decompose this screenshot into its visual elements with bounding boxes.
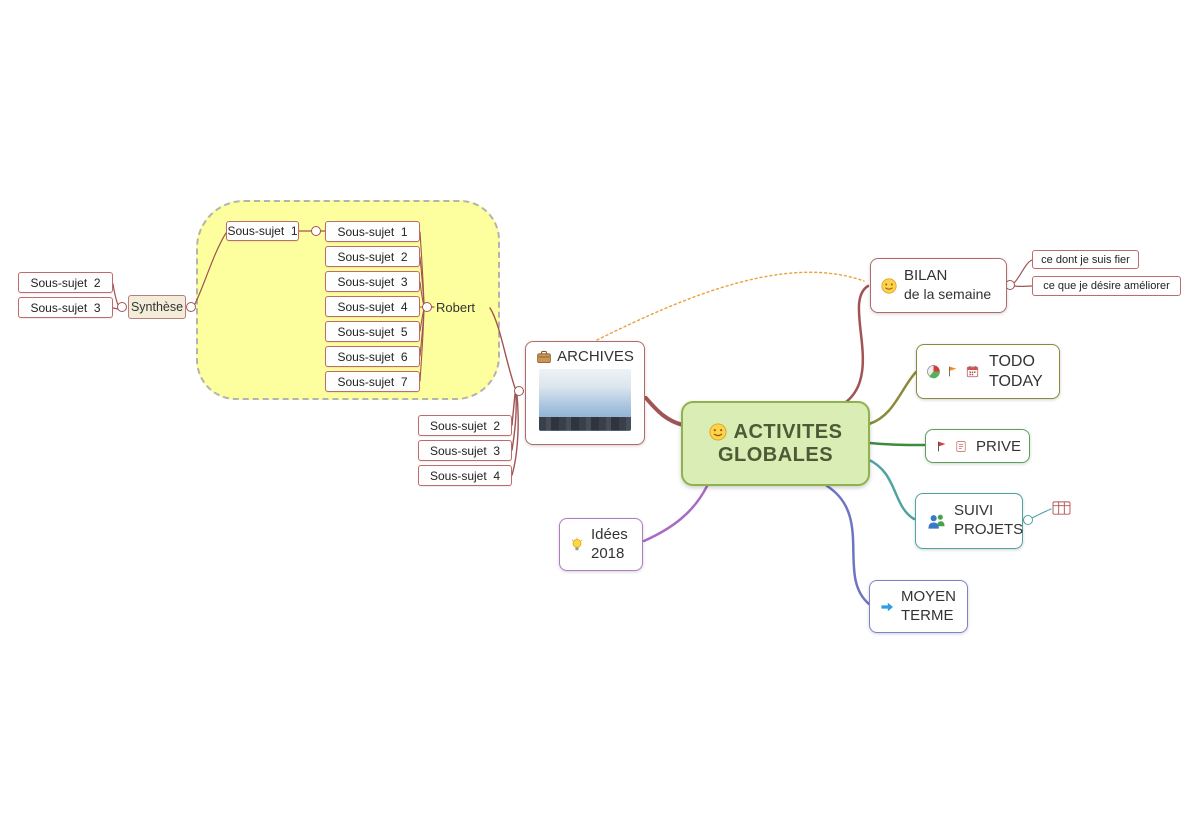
topic-ce-que-je-desire-ameliorer[interactable]: ce que je désire améliorer <box>1032 276 1181 296</box>
todo-line1: TODO <box>989 352 1035 370</box>
people-icon <box>926 512 947 531</box>
topic-sous-sujet-6[interactable]: Sous-sujet 6 <box>325 346 420 367</box>
topic-sous-sujet-5[interactable]: Sous-sujet 5 <box>325 321 420 342</box>
topic-sous-sujet-3-archives[interactable]: Sous-sujet 3 <box>418 440 512 461</box>
topic-sous-sujet-3[interactable]: Sous-sujet 3 <box>325 271 420 292</box>
topic-todo-today[interactable]: TODO TODAY <box>916 344 1060 399</box>
central-title-line2: GLOBALES <box>717 443 834 466</box>
spreadsheet-icon[interactable] <box>1051 500 1072 517</box>
topic-sous-sujet-4-archives[interactable]: Sous-sujet 4 <box>418 465 512 486</box>
collapse-handle-synthese-left[interactable] <box>117 302 127 312</box>
topic-sous-sujet-2-far-left[interactable]: Sous-sujet 2 <box>18 272 113 293</box>
smiley-icon <box>881 277 897 294</box>
topic-sous-sujet-4[interactable]: Sous-sujet 4 <box>325 296 420 317</box>
bilan-line2: de la semaine <box>904 286 992 303</box>
topic-synthese[interactable]: Synthèse <box>128 295 186 319</box>
orange-flag-icon <box>946 364 960 379</box>
moyen-line2: TERME <box>901 606 954 624</box>
topic-archives[interactable]: ARCHIVES <box>525 341 645 445</box>
topic-sous-sujet-1[interactable]: Sous-sujet 1 <box>325 221 420 242</box>
timer-pie-icon <box>926 364 941 379</box>
topic-ce-dont-je-suis-fier[interactable]: ce dont je suis fier <box>1032 250 1139 269</box>
briefcase-icon <box>536 349 552 365</box>
topic-suivi-projets[interactable]: SUIVI PROJETS <box>915 493 1023 549</box>
lightbulb-icon <box>569 536 585 553</box>
todo-line2: TODAY <box>989 372 1043 390</box>
topic-sous-sujet-2[interactable]: Sous-sujet 2 <box>325 246 420 267</box>
idees-line1: Idées <box>591 525 628 543</box>
smiley-icon <box>708 423 727 441</box>
topic-idees-2018[interactable]: Idées 2018 <box>559 518 643 571</box>
topic-bilan-semaine[interactable]: BILAN de la semaine <box>870 258 1007 313</box>
collapse-handle-robert[interactable] <box>422 302 432 312</box>
central-topic-activites-globales[interactable]: ACTIVITES GLOBALES <box>681 401 870 486</box>
topic-prive[interactable]: PRIVE <box>925 429 1030 463</box>
note-icon <box>954 439 968 454</box>
moyen-line1: MOYEN <box>901 587 957 605</box>
bilan-line1: BILAN <box>904 267 948 285</box>
collapse-handle-suivi[interactable] <box>1023 515 1033 525</box>
collapse-handle-cloud-item[interactable] <box>311 226 321 236</box>
collapse-handle-synthese-right[interactable] <box>186 302 196 312</box>
suivi-line2: PROJETS <box>954 521 1024 538</box>
city-photo <box>539 369 631 431</box>
topic-sous-sujet-7[interactable]: Sous-sujet 7 <box>325 371 420 392</box>
topic-robert[interactable]: Robert <box>436 299 476 315</box>
red-flag-icon <box>935 439 949 454</box>
collapse-handle-archives[interactable] <box>514 386 524 396</box>
blue-arrow-icon <box>879 599 895 615</box>
topic-sous-sujet-1-standalone[interactable]: Sous-sujet 1 <box>226 221 299 241</box>
idees-line2: 2018 <box>591 544 625 562</box>
prive-label: PRIVE <box>976 437 1022 455</box>
archives-label: ARCHIVES <box>557 348 634 365</box>
calendar-icon <box>965 364 980 379</box>
suivi-line1: SUIVI <box>954 502 994 520</box>
topic-sous-sujet-2-archives[interactable]: Sous-sujet 2 <box>418 415 512 436</box>
topic-sous-sujet-3-far-left[interactable]: Sous-sujet 3 <box>18 297 113 318</box>
central-title-line1: ACTIVITES <box>733 420 843 443</box>
topic-moyen-terme[interactable]: MOYEN TERME <box>869 580 968 633</box>
